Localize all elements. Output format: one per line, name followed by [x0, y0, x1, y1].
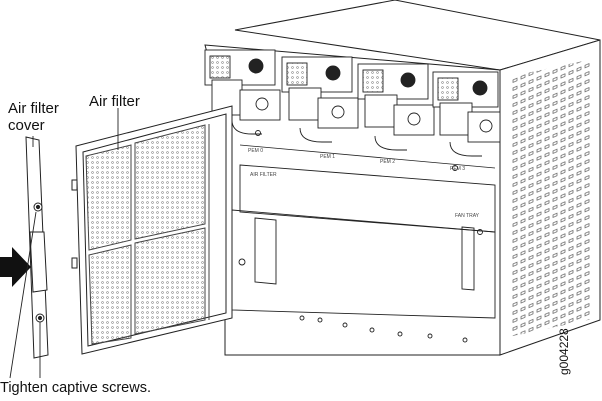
fan-tray-handle: [461, 226, 475, 291]
tighten-screws-label: Tighten captive screws.: [0, 380, 151, 396]
pem-module-0: [204, 49, 281, 121]
center-cutout: [254, 217, 277, 285]
pem-label-1: PEM 1: [320, 154, 335, 160]
insert-arrow-icon: [0, 247, 31, 287]
fan-tray-marking: FAN TRAY: [455, 213, 480, 219]
pem-module-2: [357, 63, 435, 136]
pem-label-2: PEM 2: [380, 159, 395, 165]
air-filter-label: Air filter: [89, 93, 140, 110]
air-filter: [71, 105, 233, 355]
pem-module-1: [281, 56, 359, 129]
router-chassis: [204, 0, 601, 356]
pem-row: [204, 49, 501, 157]
figure-id: g004228: [557, 328, 571, 375]
cover-label-text: Air filter cover: [8, 100, 59, 134]
callout-lines: [9, 108, 119, 379]
air-filter-cover: [25, 136, 49, 359]
air-filter-cover-label: Air filter cover: [8, 100, 68, 134]
air-filter-marking: AIR FILTER: [250, 172, 277, 178]
side-vent-grid: [510, 59, 592, 337]
pem-module-3: [432, 71, 501, 143]
pem-label-0: PEM 0: [248, 148, 263, 154]
